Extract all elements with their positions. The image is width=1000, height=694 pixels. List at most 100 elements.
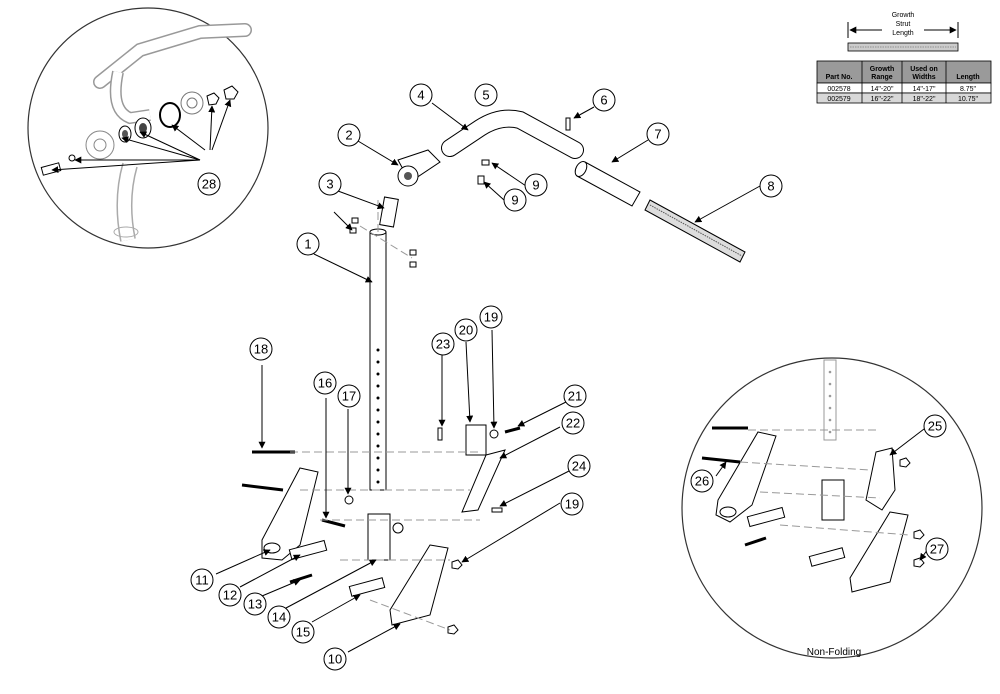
- table-cell: 002579: [827, 96, 850, 103]
- callout-27: 27: [925, 537, 949, 561]
- callout-number: 1: [304, 237, 311, 252]
- table-header-length: Length: [956, 74, 979, 81]
- detail-circle-top-left: [27, 7, 269, 249]
- callout-circle: [218, 583, 242, 607]
- callout-number: 18: [254, 342, 268, 357]
- callout-8: 8: [759, 174, 783, 198]
- callout-10: 10: [323, 647, 347, 671]
- callout-number: 19: [484, 310, 498, 325]
- callout-circle: [646, 122, 670, 146]
- callout-circle: [925, 537, 949, 561]
- parts-table: Part No. Growth Range Used on Widths Len…: [816, 60, 992, 104]
- callout-circle: [503, 188, 527, 212]
- callout-number: 4: [417, 88, 424, 103]
- callout-number: 14: [272, 610, 286, 625]
- callout-number: 17: [342, 389, 356, 404]
- callout-number: 19: [565, 497, 579, 512]
- table-cell: 14"-20": [871, 86, 894, 93]
- callout-circle: [563, 384, 587, 408]
- callout-13: 13: [243, 592, 267, 616]
- callout-20: 20: [454, 318, 478, 342]
- growth-strut-label: Growth Strut Length: [847, 12, 959, 52]
- callout-circle: [249, 337, 273, 361]
- table-cell: 18"-22": [913, 96, 936, 103]
- callout-number: 27: [930, 542, 944, 557]
- callout-circle: [197, 172, 221, 196]
- callout-9: 9: [524, 173, 548, 197]
- callout-12: 12: [218, 583, 242, 607]
- callout-number: 11: [195, 573, 209, 588]
- callout-16: 16: [313, 371, 337, 395]
- callout-28: 28: [197, 172, 221, 196]
- callout-circle: [690, 469, 714, 493]
- callout-number: 26: [695, 474, 709, 489]
- callout-19: 19: [560, 492, 584, 516]
- table-header-part-no: Part No.: [826, 74, 853, 81]
- callout-circle: [267, 605, 291, 629]
- callout-2: 2: [337, 123, 361, 147]
- callout-number: 2: [345, 128, 352, 143]
- callout-19: 19: [479, 305, 503, 329]
- non-folding-caption: Non-Folding: [807, 647, 861, 658]
- callout-number: 22: [566, 416, 580, 431]
- callout-number: 12: [223, 588, 237, 603]
- callout-26: 26: [690, 469, 714, 493]
- callout-6: 6: [592, 88, 616, 112]
- callout-circle: [337, 123, 361, 147]
- callout-number: 5: [482, 88, 489, 103]
- callout-circle: [592, 88, 616, 112]
- strut-label-line3: Length: [892, 30, 914, 37]
- callout-number: 10: [328, 652, 342, 667]
- callout-22: 22: [561, 411, 585, 435]
- callout-circle: [923, 414, 947, 438]
- callout-number: 15: [296, 625, 310, 640]
- callout-circle: [561, 411, 585, 435]
- callout-21: 21: [563, 384, 587, 408]
- callout-17: 17: [337, 384, 361, 408]
- callout-number: 21: [568, 389, 582, 404]
- callout-circle: [431, 332, 455, 356]
- callout-circle: [291, 620, 315, 644]
- callout-circle: [190, 568, 214, 592]
- callout-circle: [454, 318, 478, 342]
- table-cell: 16"-22": [871, 96, 894, 103]
- callout-number: 13: [248, 597, 262, 612]
- callout-number: 28: [202, 177, 216, 192]
- callout-circle: [243, 592, 267, 616]
- callout-15: 15: [291, 620, 315, 644]
- table-header-widths: Widths: [912, 74, 935, 81]
- callout-25: 25: [923, 414, 947, 438]
- callout-number: 3: [326, 177, 333, 192]
- callout-circle: [313, 371, 337, 395]
- callout-number: 16: [318, 376, 332, 391]
- callout-5: 5: [474, 83, 498, 107]
- table-header-used-on: Used on: [910, 66, 938, 73]
- main-assembly: [215, 102, 761, 653]
- strut-label-line2: Strut: [896, 21, 911, 28]
- callout-number: 25: [928, 419, 942, 434]
- table-cell: 14"-17": [913, 86, 936, 93]
- callout-circle: [323, 647, 347, 671]
- callout-circle: [524, 173, 548, 197]
- table-header-growth: Growth: [870, 66, 895, 73]
- callout-number: 24: [572, 459, 586, 474]
- callout-18: 18: [249, 337, 273, 361]
- table-cell: 8.75": [960, 86, 977, 93]
- callout-9: 9: [503, 188, 527, 212]
- callout-number: 6: [600, 93, 607, 108]
- callout-14: 14: [267, 605, 291, 629]
- callout-circle: [567, 454, 591, 478]
- callout-23: 23: [431, 332, 455, 356]
- callout-7: 7: [646, 122, 670, 146]
- detail-circle-non-folding: Non-Folding: [681, 357, 983, 659]
- callout-number: 20: [459, 323, 473, 338]
- callout-circle: [759, 174, 783, 198]
- callout-24: 24: [567, 454, 591, 478]
- callout-4: 4: [409, 83, 433, 107]
- callout-circle: [479, 305, 503, 329]
- callout-circle: [474, 83, 498, 107]
- table-header-range: Range: [871, 74, 893, 81]
- strut-label-line1: Growth: [892, 12, 915, 19]
- table-cell: 002578: [827, 86, 850, 93]
